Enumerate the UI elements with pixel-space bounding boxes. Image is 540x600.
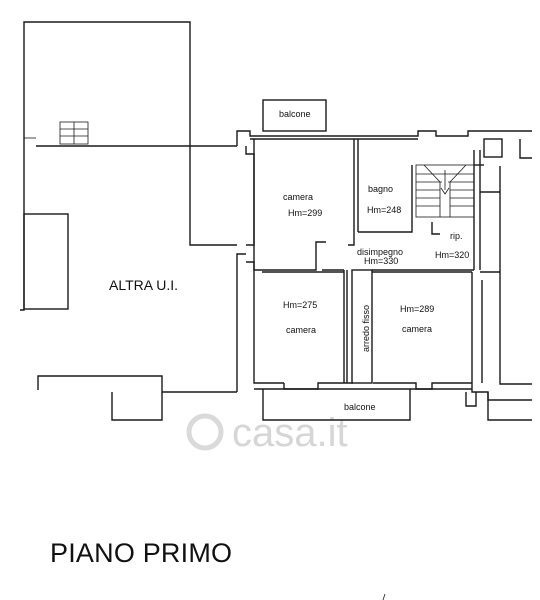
other-unit-outline (20, 21, 246, 421)
bedroom-3: Hm=289 camera (400, 304, 434, 334)
bathroom-height: Hm=248 (367, 205, 401, 215)
other-unit-label: ALTRA U.I. (109, 277, 178, 293)
bedroom-3-name: camera (402, 324, 432, 334)
hallway-height: Hm=330 (364, 256, 398, 266)
watermark: casa.it (186, 411, 348, 455)
bedroom-1: camera Hm=299 (283, 192, 322, 218)
bedroom-2: Hm=275 camera (283, 300, 317, 335)
watermark-text: casa.it (232, 411, 348, 455)
built-in-furniture-label: arredo fisso (361, 305, 371, 352)
bedroom-1-name: camera (283, 192, 313, 202)
balcony-top: balcone (262, 99, 327, 132)
bedroom-1-height: Hm=299 (288, 208, 322, 218)
apartment-walls (236, 130, 532, 421)
bedroom-3-height: Hm=289 (400, 304, 434, 314)
storage-height: Hm=320 (435, 250, 469, 260)
floor-title: PIANO PRIMO (50, 538, 233, 568)
balcony-bottom: balcone (262, 389, 411, 421)
drawing-mark (382, 593, 386, 600)
balcony-top-label: balcone (279, 109, 311, 119)
storage-name: rip. (450, 231, 463, 241)
hallway: disimpegno Hm=330 (357, 247, 403, 266)
bedroom-2-height: Hm=275 (283, 300, 317, 310)
watermark-logo-icon (186, 413, 224, 451)
balcony-bottom-label: balcone (344, 402, 376, 412)
bedroom-2-name: camera (286, 325, 316, 335)
bathroom: bagno Hm=248 (367, 184, 401, 215)
bathroom-name: bagno (368, 184, 393, 194)
storage: rip. Hm=320 (435, 231, 469, 260)
hallway-name: disimpegno (357, 247, 403, 257)
interior-walls (253, 138, 532, 385)
